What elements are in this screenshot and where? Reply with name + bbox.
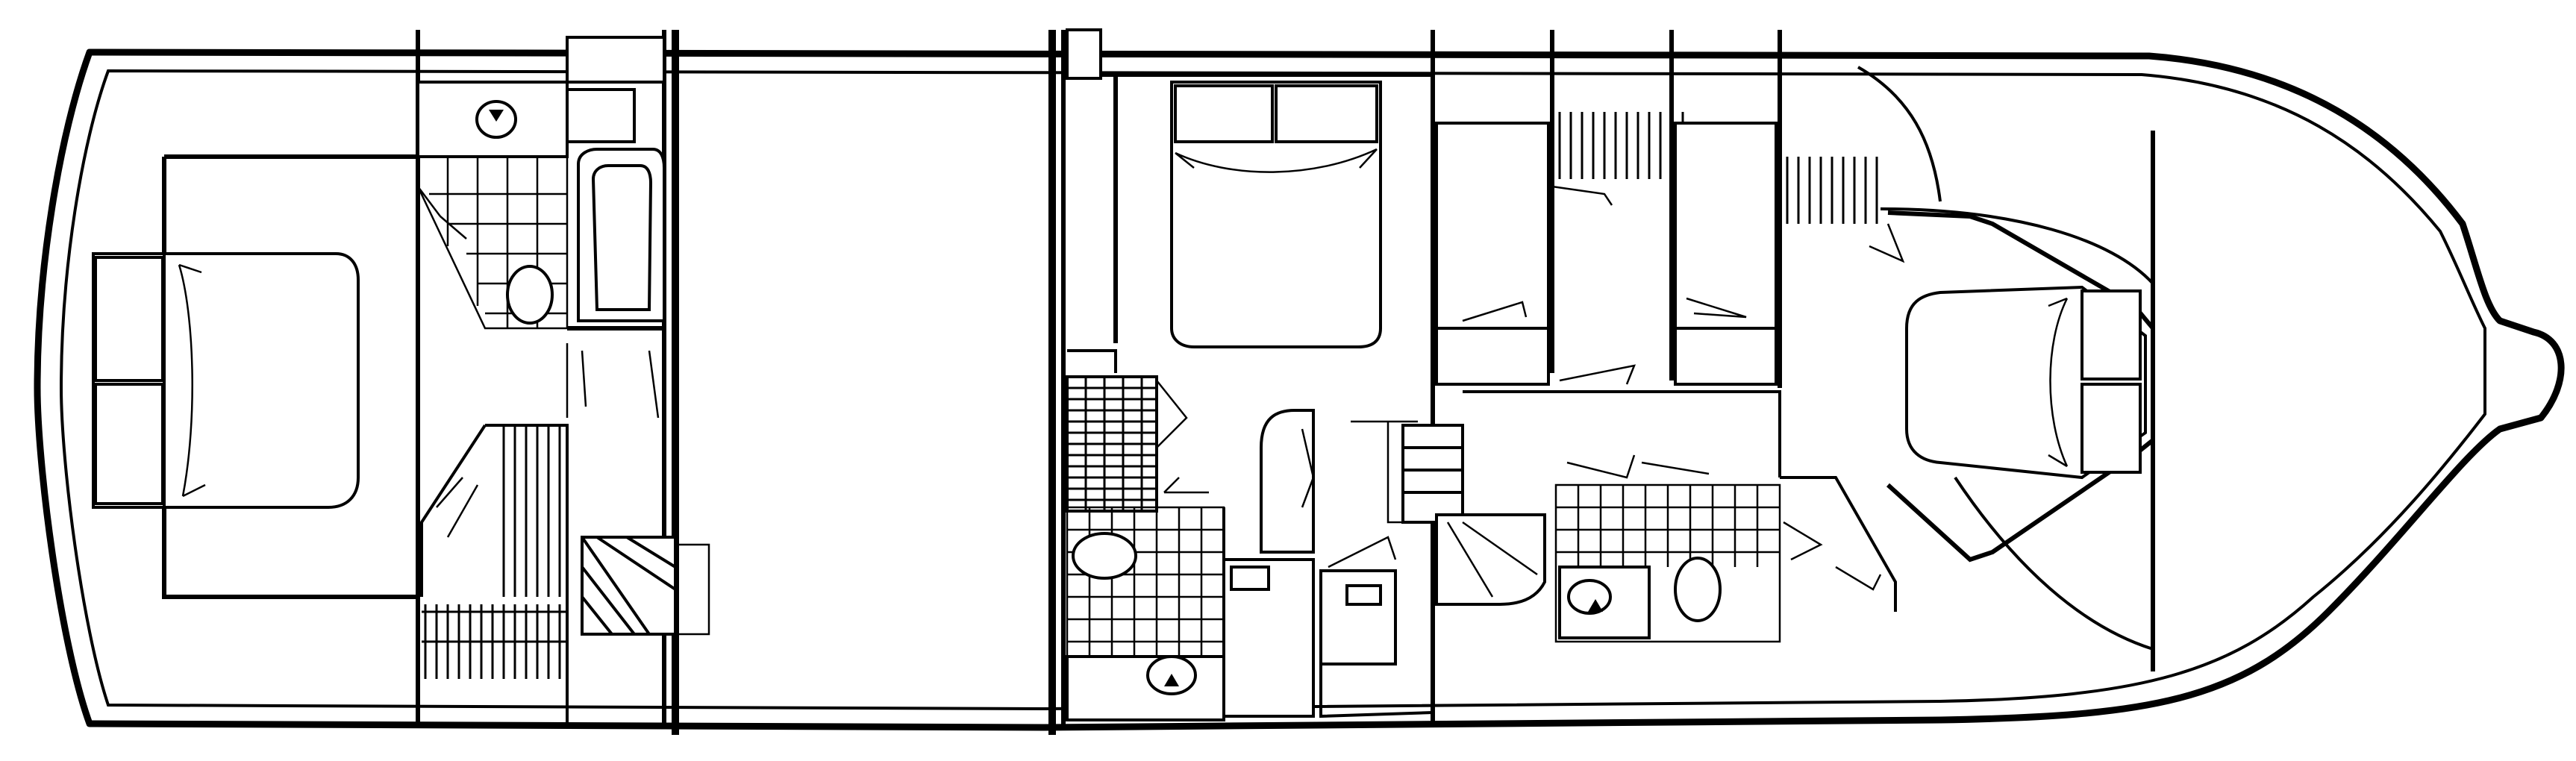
master-corner-locker <box>1066 28 1102 80</box>
aft-locker-door-swing <box>436 477 479 538</box>
galley-curved-stair <box>1435 513 1546 606</box>
galley-fridge-handle <box>1230 566 1270 591</box>
fwd-v-berth-surround <box>1886 210 2155 563</box>
guest-fwd-locker-hatch <box>1786 157 1878 224</box>
aft-shower-enclosure <box>577 148 666 322</box>
aft-head-cabinet <box>566 88 636 143</box>
master-stateroom <box>1063 28 1433 513</box>
aft-hanging-locker-hatch <box>422 425 567 679</box>
master-head-vanity <box>1066 655 1225 721</box>
master-stateroom-walls <box>1063 72 1433 343</box>
fwd-stateroom-door-swing <box>1869 223 1905 263</box>
guest-head-sink <box>1567 579 1612 615</box>
master-berth-pillow-right <box>1275 84 1378 143</box>
fwd-berth-pillow-bottom <box>2081 383 2142 474</box>
fwd-locker-door-swing <box>1835 566 1882 591</box>
aft-starboard-locker <box>420 424 569 724</box>
galley-stove-burner <box>1345 584 1382 606</box>
aft-stair-landing <box>675 543 710 636</box>
galley-lower <box>1222 409 1546 718</box>
guest-port-locker-door <box>1551 185 1613 206</box>
aft-berth-turned-sheet <box>178 263 206 498</box>
aft-passage-door-right <box>648 343 666 425</box>
galley-fridge-cabinet <box>1222 558 1315 718</box>
master-double-berth <box>1170 81 1382 348</box>
guest-bunk-starboard <box>1463 30 1878 477</box>
master-hanging-locker-hatch <box>1066 375 1158 513</box>
hull-inner-line <box>59 69 2486 711</box>
guest-bunk-port-pillow <box>1435 327 1550 386</box>
master-berth-turned-sheet <box>1175 148 1378 173</box>
fwd-berth-turned-sheet <box>2048 297 2069 468</box>
guest-head-faucet-icon <box>1588 599 1603 612</box>
guest-bunk-port-sheet <box>1462 301 1528 322</box>
aft-head-shelf <box>566 36 666 84</box>
guest-bunk-starboard-sheet <box>1686 297 1747 319</box>
aft-berth-pillow-top <box>94 256 164 382</box>
aft-head-door-swing <box>417 186 467 239</box>
guest-head-toilet <box>1674 557 1722 622</box>
master-nightstand <box>1067 349 1117 373</box>
aft-berth-pillow-bottom <box>94 383 164 505</box>
guest-bunk-door-swing <box>1559 364 1636 385</box>
fwd-stateroom-curved-wall <box>1857 66 2154 651</box>
guest-head-door-swing <box>1566 454 1710 479</box>
forward-stateroom <box>1835 66 2155 651</box>
guest-bunk-starboard-pillow <box>1674 327 1778 386</box>
aft-passage-door-left <box>566 343 587 418</box>
aft-shower-tub <box>591 164 653 311</box>
master-head-faucet-icon <box>1164 674 1179 686</box>
galley-companion-steps <box>1401 424 1464 524</box>
guest-head-wall <box>1780 476 1897 612</box>
aft-head-toilet <box>506 265 554 325</box>
aft-head <box>416 36 666 330</box>
fwd-berth-pillow-top <box>2081 289 2142 380</box>
guest-head-locker-door <box>1783 521 1823 561</box>
master-locker-door-swing <box>1156 380 1188 448</box>
master-berth-pillow-left <box>1174 84 1274 143</box>
aft-stateroom <box>92 154 418 599</box>
guest-passage-wall <box>1463 390 1781 477</box>
guest-head-tile-floor <box>1554 483 1781 643</box>
aft-head-faucet-icon <box>489 110 504 122</box>
guest-head <box>1554 454 1897 643</box>
aft-berth-surround <box>162 154 418 599</box>
galley-stove <box>1319 569 1397 666</box>
galley-curved-counter <box>1260 409 1315 554</box>
galley-cabinet-door-swing <box>1328 536 1397 569</box>
galley-curved-stair-treads <box>1446 521 1538 598</box>
aft-stair-steps <box>581 536 677 636</box>
aft-companionway <box>420 326 710 724</box>
galley-door-swing <box>1301 428 1315 508</box>
master-head-door-swing <box>1163 477 1209 494</box>
master-head <box>1066 477 1313 721</box>
galley-base-cabinet <box>1319 664 1434 718</box>
master-head-toilet <box>1072 532 1137 580</box>
